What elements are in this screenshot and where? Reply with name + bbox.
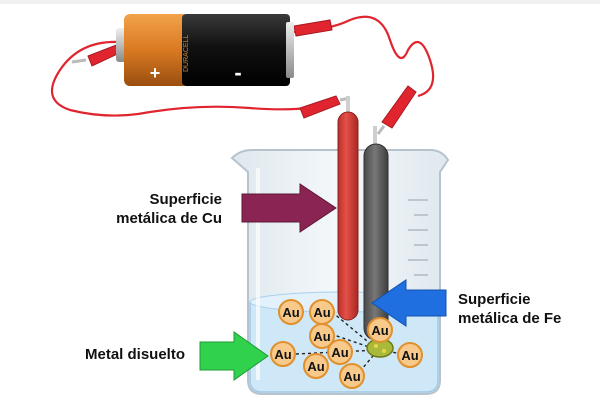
label-fe-surface: Superficie metálica de Fe [458,290,561,328]
battery-body [182,14,290,86]
battery: DURACELL + - [116,14,294,86]
top-border [0,0,600,4]
label-fe-line2: metálica de Fe [458,310,562,327]
au-ion-label: Au [282,305,299,320]
au-ion-label: Au [331,345,348,360]
label-cu-surface: Superficie metálica de Cu [112,190,222,228]
label-cu-line2: metálica de Cu [116,210,222,227]
label-dissolved-metal: Metal disuelto [85,346,186,363]
arrow-fe [371,279,447,327]
graduation-marks [408,199,428,276]
au-ion: Au [303,353,329,379]
au-ion: Au [270,341,296,367]
label-fe-line1: Superficie [458,291,531,308]
au-ion: Au [309,299,335,325]
au-ion-label: Au [313,305,330,320]
au-ion: Au [327,339,353,365]
au-ion-label: Au [313,329,330,344]
battery-minus: - [234,60,241,85]
label-cu-line1: Superficie [149,191,222,208]
clip-fe [376,85,417,135]
au-ion-label: Au [371,323,388,338]
battery-copper-cap [124,14,188,86]
battery-plus: + [150,63,161,83]
au-ion-label: Au [401,348,418,363]
battery-brand: DURACELL [183,35,190,72]
au-ion: Au [278,299,304,325]
au-ion: Au [397,342,423,368]
au-ion: Au [339,363,365,389]
arrow-cu [241,183,337,233]
arrow-metal [199,331,269,381]
au-ion: Au [367,317,393,343]
au-ion-label: Au [274,347,291,362]
cu-electrode [337,96,359,321]
clip-right-battery [293,19,333,37]
battery-positive-terminal [116,28,126,62]
au-ion-label: Au [343,369,360,384]
wires [50,15,435,117]
battery-negative-terminal [286,22,294,78]
au-ion-label: Au [307,359,324,374]
gold-deposit [366,338,394,358]
au-ion: Au [309,323,335,349]
